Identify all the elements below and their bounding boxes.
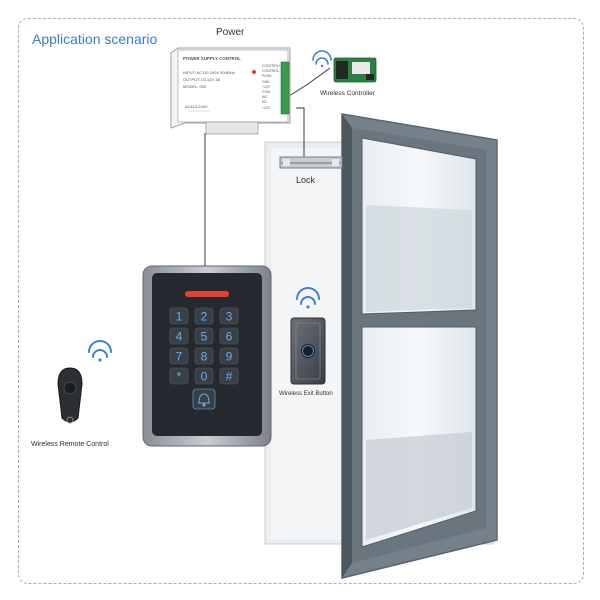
wireless-controller-board xyxy=(333,57,377,83)
psu-terminal-label: NC xyxy=(262,100,267,105)
keypad-key-label: 3 xyxy=(226,310,233,324)
power-supply xyxy=(170,47,291,135)
keypad-key-label: 1 xyxy=(176,310,183,324)
keypad-key xyxy=(194,327,214,345)
label-remote-control: Wireless Remote Control xyxy=(31,441,109,448)
psu-terminal-label: +12V xyxy=(262,105,271,110)
exit-button xyxy=(290,317,326,385)
psu-terminal-label: PUSH xyxy=(262,74,272,79)
keypad-device: 1 2 3 4 5 6 7 8 9 * 0 # xyxy=(142,265,272,447)
keypad-key xyxy=(169,367,189,385)
psu-terminal-label: CONTROL+ xyxy=(262,64,281,68)
keypad-key xyxy=(169,327,189,345)
door xyxy=(341,113,498,579)
wifi-icon xyxy=(88,340,112,362)
label-wireless-controller: Wireless Controller xyxy=(320,90,375,97)
keypad-key-label: 2 xyxy=(201,310,208,324)
keypad-key xyxy=(194,347,214,365)
label-exit-button: Wireless Exit Button xyxy=(279,391,333,397)
keypad-key xyxy=(194,307,214,325)
cable-lock xyxy=(296,107,305,158)
psu-heading: POWER SUPPLY CONTROL xyxy=(183,56,241,61)
psu-terminal-label: NO xyxy=(262,95,268,100)
page-title: Application scenario xyxy=(32,31,158,47)
psu-terminal-label: +12V xyxy=(262,84,271,89)
keypad-key-label: 6 xyxy=(226,330,233,344)
cables xyxy=(204,67,331,270)
psu-terminal-label: CONTROL- xyxy=(262,69,280,74)
remote-keyring xyxy=(66,416,74,424)
remote-button xyxy=(63,381,77,395)
keypad-key-label: 8 xyxy=(201,350,208,364)
keypad-key xyxy=(219,327,239,345)
keypad-key-label: 5 xyxy=(201,330,208,344)
label-power: Power xyxy=(216,27,245,38)
psu-line2: OUTPUT: DC12V 3A xyxy=(183,77,221,82)
psu-line3: MODEL: 000 xyxy=(183,84,207,89)
label-lock: Lock xyxy=(296,175,316,185)
wifi-icon xyxy=(312,50,332,68)
psu-ac-label: AC110-240V xyxy=(185,104,208,109)
keypad-keys: 1 2 3 4 5 6 7 8 9 * 0 # xyxy=(169,307,239,385)
keypad-key-label: 9 xyxy=(226,350,233,364)
psu-led xyxy=(252,70,256,74)
psu-terminal-label: COM xyxy=(262,90,270,94)
psu-line1: INPUT: AC110-240V 50/60Hz xyxy=(183,70,236,75)
keypad-key-label: 7 xyxy=(176,350,183,364)
psu-bracket xyxy=(205,121,259,135)
remote-control xyxy=(57,367,83,424)
psu-terminal-label: GND xyxy=(262,79,270,84)
dashed-frame xyxy=(18,18,584,584)
keypad-key xyxy=(169,347,189,365)
keypad-key xyxy=(219,367,239,385)
bell-icon xyxy=(198,393,210,407)
cable-controller xyxy=(288,67,331,97)
door-edge xyxy=(342,114,352,578)
keypad-key xyxy=(219,347,239,365)
keypad-key-label: # xyxy=(226,370,233,384)
magnetic-lock xyxy=(279,156,343,169)
keypad-key-label: 0 xyxy=(201,370,208,384)
keypad-key-label: * xyxy=(177,370,182,384)
keypad-key xyxy=(219,307,239,325)
keypad-key-label: 4 xyxy=(176,330,183,344)
keypad-key xyxy=(194,367,214,385)
wifi-icon xyxy=(296,287,320,309)
bell-key xyxy=(192,388,216,410)
keypad-led-bar xyxy=(185,291,229,297)
keypad-key xyxy=(169,307,189,325)
psu-terminal-block xyxy=(280,61,290,115)
